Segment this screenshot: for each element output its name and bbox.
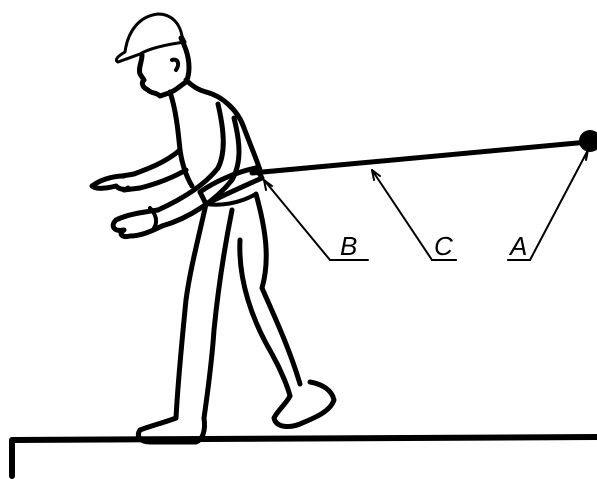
lifeline [252, 142, 588, 173]
label-b: B [340, 231, 357, 261]
worker-figure [92, 14, 334, 442]
front-shoe [274, 382, 334, 426]
floor [12, 437, 597, 476]
far-hand [92, 176, 128, 189]
torso [206, 92, 260, 170]
back-leg [176, 204, 206, 418]
front-leg [256, 194, 300, 384]
label-c: C [434, 231, 453, 261]
label-a: A [508, 231, 527, 261]
cap [116, 14, 185, 62]
far-arm [122, 150, 180, 176]
